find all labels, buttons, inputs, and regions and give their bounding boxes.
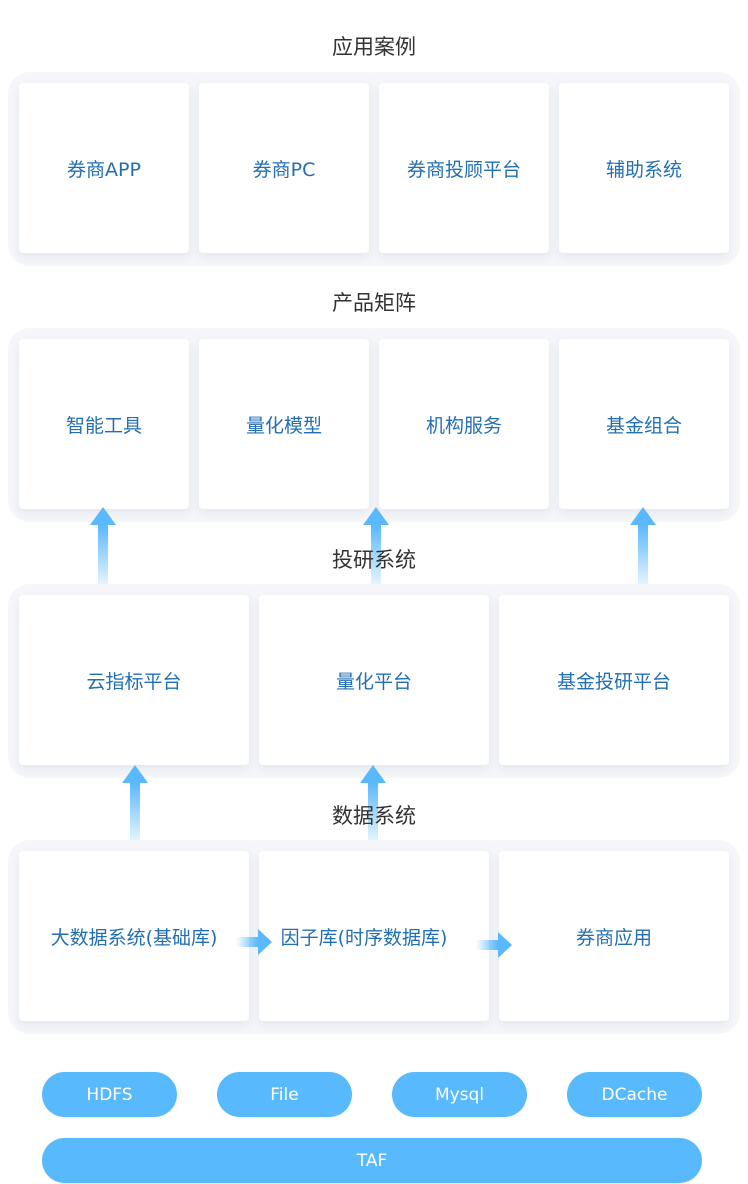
- data-card[interactable]: 券商应用: [499, 851, 729, 1021]
- card-label: 券商APP: [67, 158, 141, 181]
- card-label: 智能工具: [65, 414, 142, 437]
- card-label: 券商PC: [252, 158, 316, 181]
- card-label: 云指标平台: [86, 670, 182, 693]
- app-card[interactable]: 券商APP: [19, 83, 189, 253]
- section-title-apps: 应用案例: [332, 35, 416, 59]
- product-card[interactable]: 量化模型: [199, 339, 369, 509]
- card-label: 券商投顾平台: [406, 158, 521, 181]
- storage-pill-file: File: [217, 1072, 352, 1117]
- section-title-data: 数据系统: [332, 804, 416, 828]
- card-label: 大数据系统(基础库): [50, 927, 218, 949]
- card-label: 机构服务: [425, 414, 502, 437]
- section-title-products: 产品矩阵: [332, 291, 416, 315]
- product-card[interactable]: 基金组合: [559, 339, 729, 509]
- storage-pill-hdfs: HDFS: [42, 1072, 177, 1117]
- product-card[interactable]: 机构服务: [379, 339, 549, 509]
- base-pill-taf: TAF: [42, 1138, 702, 1183]
- app-card[interactable]: 券商投顾平台: [379, 83, 549, 253]
- arrow-right-icon: [476, 932, 512, 958]
- data-card[interactable]: 因子库(时序数据库): [259, 851, 489, 1021]
- arrow-right-icon: [236, 929, 272, 955]
- card-label: 券商应用: [575, 927, 652, 949]
- arrow-up-icon: [122, 765, 148, 851]
- arrow-up-icon: [630, 507, 656, 595]
- research-card[interactable]: 云指标平台: [19, 595, 249, 765]
- card-label: 基金组合: [605, 414, 682, 437]
- card-label: 量化平台: [335, 670, 412, 693]
- storage-pill-dcache: DCache: [567, 1072, 702, 1117]
- research-card[interactable]: 基金投研平台: [499, 595, 729, 765]
- arrow-up-icon: [360, 765, 386, 851]
- card-label: 因子库(时序数据库): [280, 927, 448, 949]
- data-card[interactable]: 大数据系统(基础库): [19, 851, 249, 1021]
- card-label: 基金投研平台: [556, 670, 671, 693]
- app-card[interactable]: 券商PC: [199, 83, 369, 253]
- card-label: 量化模型: [245, 414, 322, 437]
- arrow-up-icon: [90, 507, 116, 595]
- storage-pill-mysql: Mysql: [392, 1072, 527, 1117]
- app-card[interactable]: 辅助系统: [559, 83, 729, 253]
- research-card[interactable]: 量化平台: [259, 595, 489, 765]
- arrow-up-icon: [363, 507, 389, 595]
- product-card[interactable]: 智能工具: [19, 339, 189, 509]
- card-label: 辅助系统: [605, 158, 682, 181]
- section-title-research: 投研系统: [332, 548, 416, 572]
